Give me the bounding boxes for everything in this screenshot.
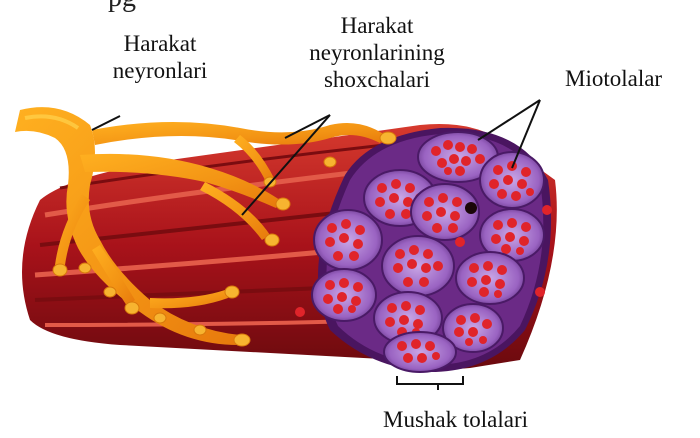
fiber-section <box>314 210 382 270</box>
label-neuron-branches: Harakat neyronlarining shoxchalari <box>292 12 462 93</box>
fiber-section <box>382 236 454 296</box>
fiber-section <box>456 252 524 304</box>
label-muscle-fibers: Mushak tolalari <box>383 406 583 433</box>
label-line: neyronlarining <box>292 39 462 66</box>
fiber-section <box>384 332 456 372</box>
label-line: Harakat <box>292 12 462 39</box>
label-line: shoxchalari <box>292 66 462 93</box>
label-motor-neurons: Harakat neyronlari <box>80 30 240 84</box>
label-myofibrils: Miotolalar <box>565 65 700 92</box>
fiber-section <box>312 269 376 321</box>
fiber-section <box>480 152 544 208</box>
fiber-section <box>411 184 479 240</box>
label-line: neyronlari <box>80 57 240 84</box>
muscle-fiber-bracket <box>397 376 463 384</box>
label-line: Harakat <box>80 30 240 57</box>
